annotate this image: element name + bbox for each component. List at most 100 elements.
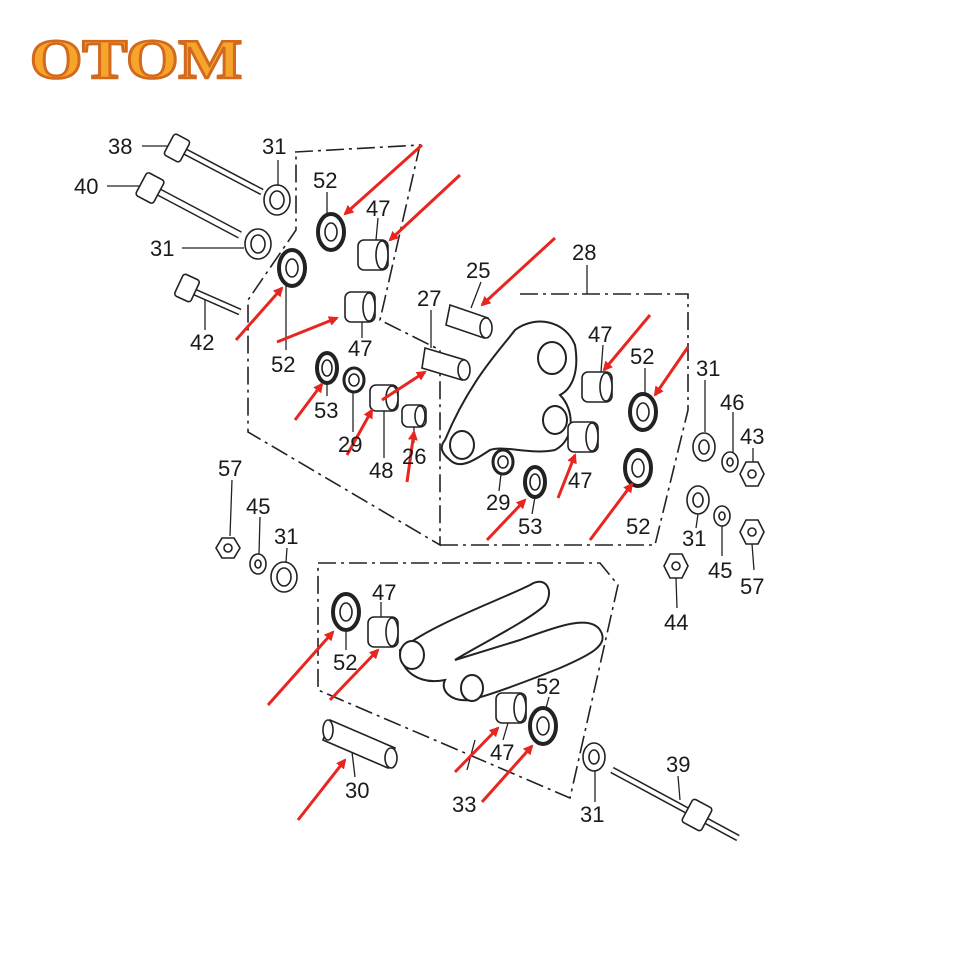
arrow-3 bbox=[234, 286, 284, 341]
seal-31-right-2 bbox=[686, 485, 710, 515]
arrow-16 bbox=[328, 648, 380, 702]
callout-31: 31 bbox=[262, 134, 286, 159]
bearing-47-left-1 bbox=[357, 239, 389, 271]
callout-47: 47 bbox=[366, 196, 390, 221]
collar-29-right bbox=[491, 448, 515, 476]
callout-53: 53 bbox=[518, 514, 542, 539]
arrow-11 bbox=[653, 346, 690, 397]
pipe-25 bbox=[445, 303, 493, 340]
callout-47: 47 bbox=[490, 740, 514, 765]
callout-26: 26 bbox=[402, 444, 426, 469]
seal-31-left bbox=[270, 561, 298, 593]
callout-52: 52 bbox=[536, 674, 560, 699]
callout-45: 45 bbox=[708, 558, 732, 583]
callout-31: 31 bbox=[696, 356, 720, 381]
collar-29-left bbox=[342, 366, 366, 394]
group-outlines bbox=[247, 144, 689, 800]
callout-47: 47 bbox=[568, 468, 592, 493]
callout-52: 52 bbox=[313, 168, 337, 193]
callout-47: 47 bbox=[588, 322, 612, 347]
callout-30: 30 bbox=[345, 778, 369, 803]
nut-57-left bbox=[215, 537, 241, 559]
arrow-14 bbox=[588, 482, 634, 541]
seal-52-right-2 bbox=[623, 448, 653, 488]
seal-53-right bbox=[523, 465, 547, 499]
nut-43 bbox=[739, 461, 765, 487]
arrow-10 bbox=[602, 314, 652, 372]
bearing-47-link-2 bbox=[495, 692, 527, 724]
nut-44 bbox=[663, 553, 689, 579]
seal-31-upper-1 bbox=[263, 184, 291, 216]
logo-text: OTOM bbox=[30, 29, 242, 91]
callout-38: 38 bbox=[108, 134, 132, 159]
seal-31-bottom bbox=[582, 742, 606, 772]
link-outline bbox=[317, 562, 619, 800]
seal-52-link-2 bbox=[528, 706, 558, 746]
arrow-9 bbox=[480, 236, 557, 307]
arrow-8 bbox=[405, 430, 418, 483]
callout-45: 45 bbox=[246, 494, 270, 519]
seal-52-left-1 bbox=[316, 212, 346, 252]
link-33 bbox=[398, 580, 604, 702]
seal-31-upper-2 bbox=[244, 228, 272, 260]
callout-33: 33 bbox=[452, 792, 476, 817]
callout-48: 48 bbox=[369, 458, 393, 483]
washer-45-left bbox=[249, 553, 267, 575]
arrow-7 bbox=[381, 370, 427, 402]
callout-27: 27 bbox=[417, 286, 441, 311]
bearing-47-right-1 bbox=[581, 371, 613, 403]
callout-47: 47 bbox=[348, 336, 372, 361]
bearing-47-right-2 bbox=[567, 421, 599, 453]
seal-53-left bbox=[315, 351, 339, 385]
seal-52-left-2 bbox=[277, 248, 307, 288]
spacer-30 bbox=[321, 718, 398, 770]
bearing-47-link-1 bbox=[367, 616, 399, 648]
nut-57-right bbox=[739, 519, 765, 545]
arrow-6 bbox=[345, 408, 374, 456]
leader-lines bbox=[107, 145, 755, 802]
callout-53: 53 bbox=[314, 398, 338, 423]
seal-31-right-1 bbox=[692, 432, 716, 462]
washer-45-right bbox=[713, 505, 731, 527]
otom-logo: OTOM bbox=[29, 28, 244, 93]
callout-labels: 38 31 40 31 42 52 47 52 47 53 29 48 26 2… bbox=[74, 134, 764, 827]
callout-43: 43 bbox=[740, 424, 764, 449]
red-arrows bbox=[234, 143, 690, 821]
arrow-2 bbox=[388, 173, 462, 242]
callout-31: 31 bbox=[682, 526, 706, 551]
callout-52: 52 bbox=[271, 352, 295, 377]
callout-57: 57 bbox=[218, 456, 242, 481]
bolt-42 bbox=[173, 273, 242, 316]
pipe-27 bbox=[421, 346, 471, 382]
arrow-5 bbox=[293, 382, 324, 421]
callout-28: 28 bbox=[572, 240, 596, 265]
callout-31: 31 bbox=[274, 524, 298, 549]
arrow-12 bbox=[556, 453, 577, 499]
bolt-38 bbox=[163, 133, 264, 196]
arrow-15 bbox=[266, 630, 335, 706]
callout-39: 39 bbox=[666, 752, 690, 777]
bearing-47-left-2 bbox=[344, 291, 376, 323]
arrow-18 bbox=[453, 726, 500, 774]
callout-47: 47 bbox=[372, 580, 396, 605]
callout-25: 25 bbox=[466, 258, 490, 283]
parts bbox=[215, 184, 765, 772]
callout-40: 40 bbox=[74, 174, 98, 199]
callout-52: 52 bbox=[333, 650, 357, 675]
callout-29: 29 bbox=[338, 432, 362, 457]
arrow-13 bbox=[485, 498, 527, 542]
arrow-1 bbox=[343, 143, 424, 216]
callout-57: 57 bbox=[740, 574, 764, 599]
arrow-4 bbox=[276, 316, 339, 344]
washer-46 bbox=[721, 451, 739, 473]
knuckle-outline bbox=[440, 293, 689, 546]
knuckle-28 bbox=[440, 320, 578, 466]
callout-29: 29 bbox=[486, 490, 510, 515]
bolt-40 bbox=[135, 172, 242, 239]
callout-44: 44 bbox=[664, 610, 688, 635]
seal-52-link-1 bbox=[331, 592, 361, 632]
bolt-39 bbox=[610, 766, 740, 842]
arrow-17 bbox=[296, 758, 347, 821]
callout-42: 42 bbox=[190, 330, 214, 355]
